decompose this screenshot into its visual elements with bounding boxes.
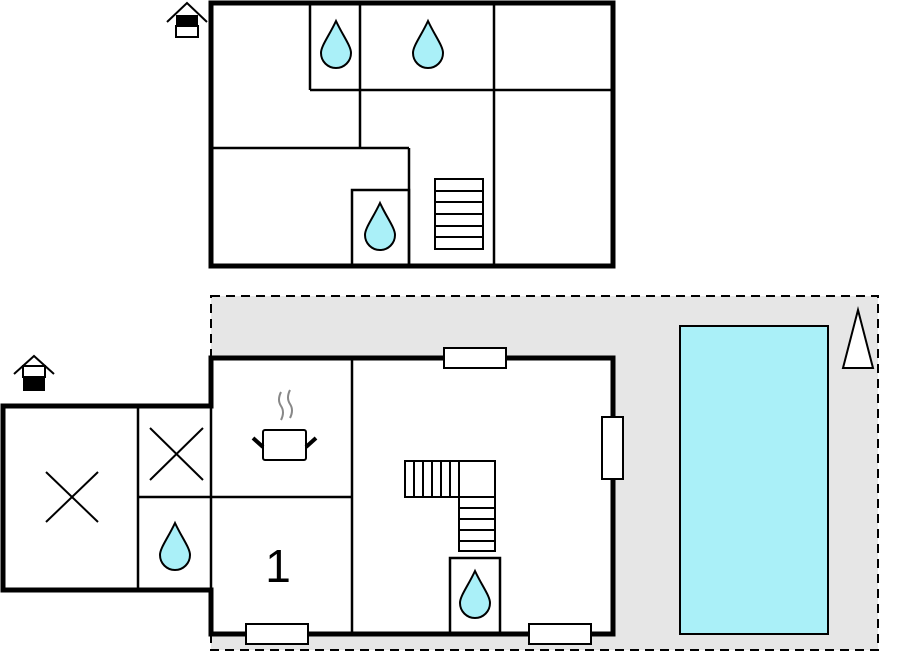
window	[245, 623, 309, 645]
pool	[679, 325, 829, 635]
ground-floor: 1	[0, 347, 624, 645]
water-drop-icon	[364, 202, 396, 251]
storage-x-icon	[45, 471, 99, 523]
water-drop-icon	[412, 20, 444, 69]
north-arrow-icon	[841, 306, 875, 369]
house-entrance-icon	[166, 1, 208, 38]
water-drop-icon	[320, 20, 352, 69]
stairs-icon	[434, 178, 484, 250]
cooking-pot-icon	[251, 389, 318, 461]
storage-x-icon	[149, 427, 204, 481]
window	[601, 416, 624, 480]
house-entrance-icon	[13, 354, 55, 391]
room-number-label: 1	[265, 540, 291, 592]
upper-floor	[208, 0, 616, 269]
stairs-icon	[404, 460, 496, 552]
window	[443, 347, 507, 369]
window	[528, 623, 592, 645]
